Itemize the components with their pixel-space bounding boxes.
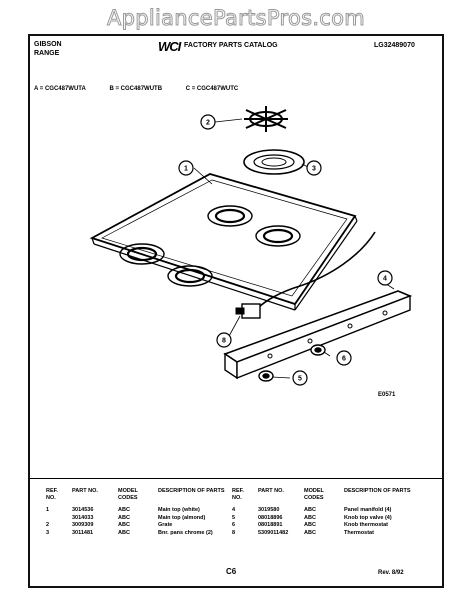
model-cell: ABC	[118, 514, 130, 521]
model-c: C = CGC487WUTC	[185, 86, 239, 92]
knob-drawings	[258, 344, 326, 382]
table-row: 4 3019580 ABC Panel manifold (4)	[232, 507, 417, 515]
desc-cell: Bnr. pans chrome (2)	[158, 529, 213, 536]
callout-6	[336, 350, 352, 366]
main-top-drawing	[89, 173, 358, 311]
table-separator	[30, 478, 442, 479]
callout-5	[292, 370, 308, 386]
revision-date: Rev. 8/92	[378, 570, 404, 576]
leader-lines	[193, 118, 395, 379]
callout-3	[306, 160, 322, 176]
watermark-text: AppliancePartsPros.com	[106, 6, 366, 31]
callout-markers	[178, 114, 393, 386]
model-cell: ABC	[118, 529, 130, 536]
desc-cell: Panel manifold (4)	[344, 507, 392, 513]
brand-name: GIBSON	[34, 41, 62, 48]
table-row: 3014033 ABC Main top (almond)	[46, 515, 231, 523]
callout-3-label: 3	[312, 166, 316, 173]
catalog-page-frame	[28, 34, 444, 588]
desc-cell: Knob thermostat	[344, 522, 388, 528]
table-row: 8 5309011482 ABC Thermostat	[232, 530, 417, 538]
ref-cell: 1	[46, 507, 50, 513]
table-row: 1 3014536 ABC Main top (white)	[46, 507, 231, 515]
part-cell: 08018896	[258, 514, 283, 521]
desc-cell: Knob top valve (4)	[344, 514, 392, 521]
header-part: PART NO.	[72, 488, 98, 494]
product-type: RANGE	[34, 50, 60, 57]
table-row: 2 3009309 ABC Grate	[46, 522, 231, 530]
ref-cell: 5	[232, 514, 236, 521]
ref-cell	[46, 515, 72, 523]
thermostat-drawing	[235, 231, 376, 319]
model-a: A = CGC487WUTA	[34, 86, 86, 92]
header-ref: REF. NO.	[232, 488, 244, 501]
parts-table-right: REF. NO. PART NO. MODEL CODES DESCRIPTIO…	[232, 488, 417, 537]
header-part: PART NO.	[258, 488, 284, 494]
part-cell: 3009309	[72, 522, 94, 528]
ref-cell: 8	[232, 529, 236, 536]
part-cell: 3014033	[72, 514, 94, 521]
header-model: MODEL CODES	[304, 488, 324, 501]
callout-5-label: 5	[298, 376, 302, 383]
desc-cell: Thermostat	[344, 529, 374, 536]
part-cell: 5309011482	[258, 529, 289, 536]
grate-drawing	[244, 106, 288, 132]
callout-1-label: 1	[184, 166, 188, 173]
callout-4-label: 4	[383, 276, 387, 283]
parts-table-left: REF. NO. PART NO. MODEL CODES DESCRIPTIO…	[46, 488, 231, 537]
model-cell: ABC	[118, 522, 130, 528]
page-number: C6	[226, 567, 237, 576]
header-desc: DESCRIPTION OF PARTS	[158, 488, 225, 494]
header-desc: DESCRIPTION OF PARTS	[344, 488, 411, 494]
part-cell: 3011481	[72, 529, 94, 536]
ref-cell: 6	[232, 522, 236, 528]
diagram-code: E0571	[378, 392, 396, 398]
exploded-parts-diagram: 2 1 3 4 8 6 5	[89, 106, 413, 386]
model-cell: ABC	[304, 507, 316, 513]
callout-1	[178, 160, 194, 176]
wci-logo: WCI	[158, 39, 181, 54]
callout-4	[377, 270, 393, 286]
desc-cell: Grate	[158, 522, 173, 528]
manifold-panel-drawing	[223, 290, 413, 380]
model-cell: ABC	[304, 529, 316, 536]
table-row: 3 3011481 ABC Bnr. pans chrome (2)	[46, 530, 231, 538]
model-cell: ABC	[118, 507, 130, 513]
desc-cell: Main top (almond)	[158, 514, 206, 521]
burner-pan-drawing	[243, 149, 305, 175]
callout-8	[216, 332, 232, 348]
callout-6-label: 6	[342, 356, 346, 363]
table-row: 5 08018896 ABC Knob top valve (4)	[232, 515, 417, 523]
ref-cell: 3	[46, 529, 50, 536]
catalog-title: FACTORY PARTS CATALOG	[184, 42, 278, 49]
part-cell: 3014536	[72, 507, 94, 513]
desc-cell: Main top (white)	[158, 507, 200, 513]
callout-2	[200, 114, 216, 130]
header-ref: REF. NO.	[46, 488, 58, 501]
model-cell: ABC	[304, 514, 316, 521]
ref-cell: 4	[232, 507, 236, 513]
model-cell: ABC	[304, 522, 316, 528]
brand-block: GIBSON RANGE	[34, 40, 62, 58]
part-cell: 08018891	[258, 522, 283, 528]
catalog-number: LG32489070	[374, 42, 415, 49]
callout-8-label: 8	[222, 338, 226, 345]
table-row: 6 08018891 ABC Knob thermostat	[232, 522, 417, 530]
header-model: MODEL CODES	[118, 488, 138, 501]
model-b: B = CGC487WUTB	[109, 86, 163, 92]
part-cell: 3019580	[258, 507, 280, 513]
model-list: A = CGC487WUTA B = CGC487WUTB C = CGC487…	[34, 86, 260, 92]
callout-2-label: 2	[206, 120, 210, 127]
ref-cell: 2	[46, 522, 50, 528]
